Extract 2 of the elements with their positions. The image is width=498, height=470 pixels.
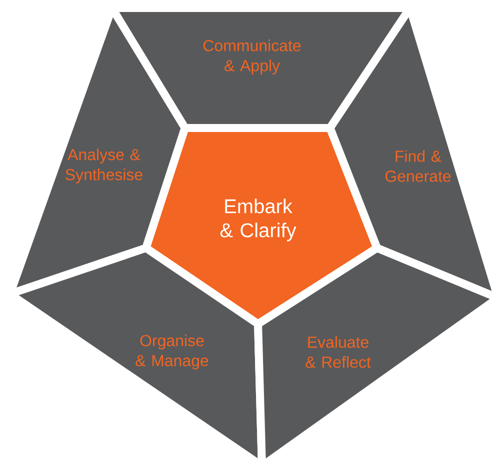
node-label: Find & Generate: [385, 150, 451, 182]
node-label: Communicate & Apply: [203, 40, 301, 74]
